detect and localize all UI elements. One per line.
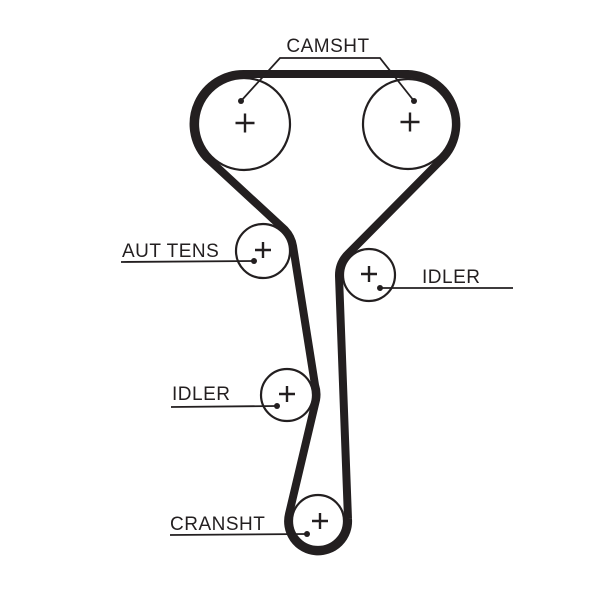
crosshair-icon-tensioner bbox=[255, 242, 271, 258]
leader-line-camshaft bbox=[240, 57, 415, 102]
crosshair-icon-camshaft-right bbox=[400, 112, 420, 132]
leader-dot-camshaft-right bbox=[411, 98, 417, 104]
leader-dot-idler-lower bbox=[274, 403, 280, 409]
leader-dot-camshaft-left bbox=[238, 98, 244, 104]
label-idler-lower: IDLER bbox=[172, 384, 230, 405]
crosshair-icon-idler-upper bbox=[361, 266, 377, 282]
leader-dot-idler-upper bbox=[377, 285, 383, 291]
label-idler-upper: IDLER bbox=[422, 267, 480, 288]
leader-line-crankshaft bbox=[169, 533, 308, 536]
leader-dot-crankshaft bbox=[304, 531, 310, 537]
camshaft-pulley-right bbox=[361, 77, 455, 171]
crosshair-icon-camshaft-left bbox=[235, 113, 255, 133]
leader-line-idler-lower bbox=[170, 405, 278, 408]
label-tensioner: AUT TENS bbox=[122, 241, 219, 262]
timing-belt-path bbox=[189, 69, 461, 556]
crosshair-icon-idler-lower bbox=[279, 386, 295, 402]
leader-dot-tensioner bbox=[251, 258, 257, 264]
label-camshaft: CAMSHT bbox=[286, 36, 369, 57]
crosshair-icon-crankshaft bbox=[312, 513, 328, 529]
leader-line-tensioner bbox=[120, 260, 255, 263]
label-crankshaft: CRANSHT bbox=[170, 514, 265, 535]
